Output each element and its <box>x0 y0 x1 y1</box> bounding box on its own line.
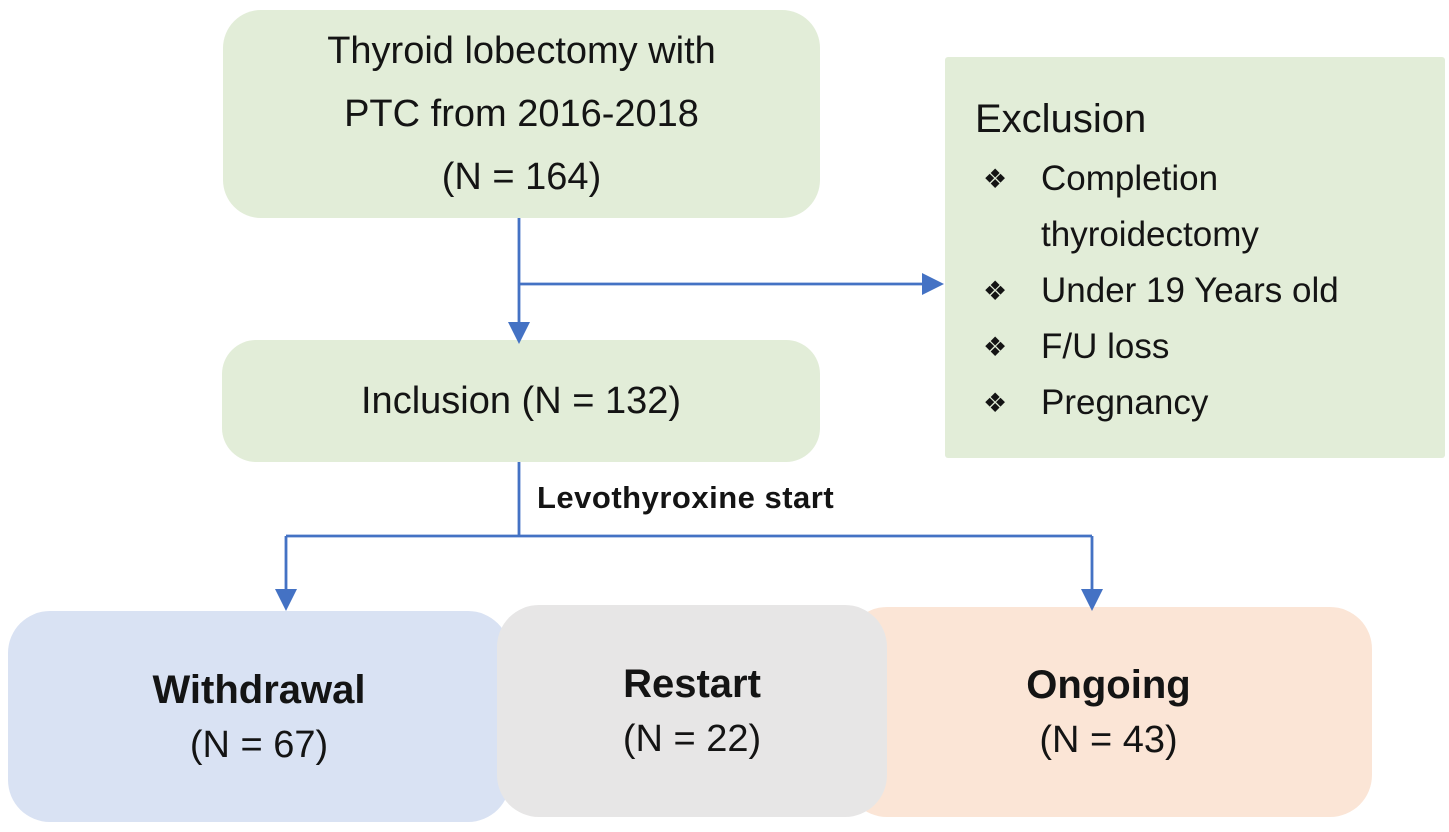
arrowhead-withdrawal <box>275 589 297 611</box>
node-withdrawal-title: Withdrawal <box>152 667 366 712</box>
node-restart-count: (N = 22) <box>622 718 762 760</box>
node-exclusion: Exclusion ❖ Completion thyroidectomy ❖ U… <box>945 57 1445 458</box>
diamond-bullet-icon: ❖ <box>983 332 1008 362</box>
exclusion-item-label: F/U loss <box>1041 327 1170 366</box>
exclusion-item: ❖ F/U loss <box>975 319 1421 375</box>
node-thyroid-lobectomy: Thyroid lobectomy with PTC from 2016-201… <box>223 10 820 218</box>
node-ongoing: Ongoing (N = 43) <box>845 607 1372 817</box>
exclusion-item: ❖ Under 19 Years old <box>975 263 1421 319</box>
exclusion-item: ❖ Pregnancy <box>975 375 1421 431</box>
node-restart: Restart (N = 22) <box>497 605 887 817</box>
node-thyroid-lobectomy-count: (N = 164) <box>441 155 602 198</box>
diamond-bullet-icon: ❖ <box>983 164 1008 194</box>
node-inclusion-label: Inclusion (N = 132) <box>361 379 681 422</box>
exclusion-item-label: Under 19 Years old <box>1041 271 1339 310</box>
diamond-bullet-icon: ❖ <box>983 276 1008 306</box>
node-withdrawal-count: (N = 67) <box>189 723 329 766</box>
node-thyroid-lobectomy-line2: PTC from 2016-2018 <box>344 92 699 135</box>
arrowhead-exclusion <box>922 273 944 295</box>
branch-label-levothyroxine-start: Levothyroxine start <box>537 480 835 515</box>
node-ongoing-title: Ongoing <box>1026 663 1191 707</box>
exclusion-item-label: Pregnancy <box>1041 383 1209 422</box>
diamond-bullet-icon: ❖ <box>983 388 1008 418</box>
node-withdrawal: Withdrawal (N = 67) <box>8 611 510 822</box>
node-thyroid-lobectomy-line1: Thyroid lobectomy with <box>327 29 716 72</box>
node-restart-title: Restart <box>623 662 761 706</box>
exclusion-item: ❖ Completion thyroidectomy <box>975 151 1421 263</box>
exclusion-item-label: Completion thyroidectomy <box>1041 159 1259 254</box>
exclusion-heading: Exclusion <box>975 97 1147 141</box>
node-ongoing-count: (N = 43) <box>1039 719 1178 761</box>
node-inclusion: Inclusion (N = 132) <box>222 340 820 462</box>
